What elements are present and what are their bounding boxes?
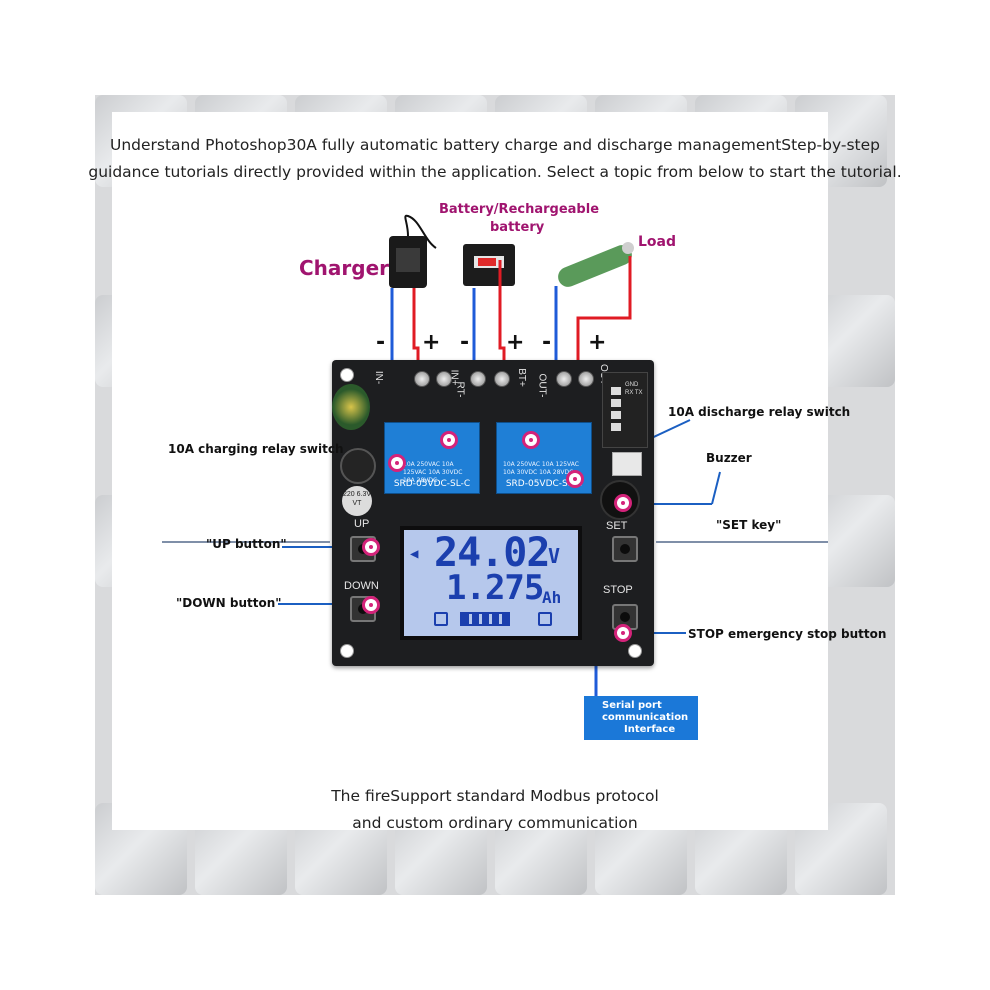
marker-relay-contact (440, 431, 458, 449)
silk-down: DOWN (344, 580, 379, 592)
battery-icon (463, 244, 515, 286)
terminal-label-in-minus: IN- (373, 370, 385, 385)
battery-status-icon (434, 612, 448, 626)
silk-up: UP (354, 518, 370, 530)
terminal-screw (494, 371, 510, 387)
callout-stop-button: STOP emergency stop button (688, 627, 887, 641)
terminal-screw (470, 371, 486, 387)
terminal-sign-5: - (542, 330, 552, 355)
lcd-voltage: 24.02 (434, 530, 550, 576)
guide-line (162, 541, 330, 543)
marker-relay-contact (522, 431, 540, 449)
load-label: Load (638, 234, 677, 250)
serial-label-line-2: communication (602, 712, 689, 723)
callout-down-button: "DOWN button" (176, 596, 282, 610)
serial-label-line-3: Interface (624, 724, 676, 735)
relay-specs: 10A 250VAC 10A 125VAC 10A 30VDC 10A 28VD… (503, 461, 579, 476)
set-button[interactable] (612, 536, 638, 562)
serial-pins-label: GND RX TX (625, 382, 643, 396)
callout-up-button: "UP button" (206, 537, 287, 551)
terminal-screw (578, 371, 594, 387)
marker-down-button (362, 596, 380, 614)
intro-line-1: Understand Photoshop30A fully automatic … (109, 136, 881, 154)
lcd-voltage-unit: V (548, 544, 561, 568)
battery-label-line-2: battery (490, 220, 545, 235)
battery-level-icon (460, 612, 510, 626)
marker-buzzer (614, 494, 632, 512)
small-capacitor-label: 220 6.3V VT (342, 486, 372, 516)
terminal-label-bt-plus: BT+ (515, 368, 527, 387)
lcd-display: ◀ 24.02 V 1.275 Ah (400, 526, 582, 640)
marker-up-button (362, 538, 380, 556)
outro-line-2: and custom ordinary communication (352, 814, 638, 832)
marker-charging-relay (388, 454, 406, 472)
lcd-capacity-unit: Ah (542, 588, 562, 607)
callout-charging-relay: 10A charging relay switch (168, 442, 344, 456)
charging-relay: 10A 250VAC 10A 125VAC 10A 30VDC 10A 28VD… (384, 422, 480, 494)
silk-set: SET (606, 520, 628, 532)
callout-discharge-relay: 10A discharge relay switch (668, 405, 851, 419)
relay-model-1: SRD-05VDC-SL-C (393, 479, 471, 489)
serial-label-line-1: Serial port (602, 700, 662, 711)
callout-set-key: "SET key" (716, 518, 782, 532)
outro-line-1: The fireSupport standard Modbus protocol (331, 787, 659, 805)
marker-stop-button (614, 624, 632, 642)
mount-hole (340, 644, 354, 658)
battery-label-line-1: Battery/Rechargeable (439, 202, 600, 217)
terminal-sign-2: + (422, 330, 441, 355)
mount-hole (628, 644, 642, 658)
connector-socket (612, 452, 642, 476)
terminal-screw (414, 371, 430, 387)
capacitor-icon (332, 384, 370, 430)
charger-icon (389, 214, 437, 288)
relay-specs: 10A 250VAC 10A 125VAC 10A 30VDC 10A 28VD… (403, 461, 463, 484)
silk-stop: STOP (603, 584, 633, 596)
callout-buzzer: Buzzer (706, 451, 752, 465)
guide-line (656, 541, 828, 543)
load-resistor-icon (558, 242, 634, 287)
inductor-icon (340, 448, 376, 484)
terminal-sign-4: + (506, 330, 525, 355)
terminal-label-rt-minus: RT- (454, 381, 466, 398)
terminal-sign-1: - (376, 330, 386, 355)
terminal-sign-3: - (460, 330, 470, 355)
serial-interface-callout: Serial port communication Interface (584, 696, 698, 740)
terminal-label-out-minus: OUT- (536, 373, 548, 398)
mount-hole (340, 368, 354, 382)
charging-icon (538, 612, 552, 626)
terminal-screw (556, 371, 572, 387)
lcd-capacity: 1.275 (446, 568, 544, 608)
relay-model-2: SRD-05VDC-SL-C (505, 479, 583, 489)
terminal-sign-6: + (588, 330, 607, 355)
marker-discharge-relay (566, 470, 584, 488)
intro-line-2: guidance tutorials directly provided wit… (88, 163, 902, 181)
charger-label: Charger (299, 256, 390, 280)
speaker-icon: ◀ (410, 546, 419, 562)
terminal-screw (436, 371, 452, 387)
serial-connector: GND RX TX (602, 372, 648, 448)
